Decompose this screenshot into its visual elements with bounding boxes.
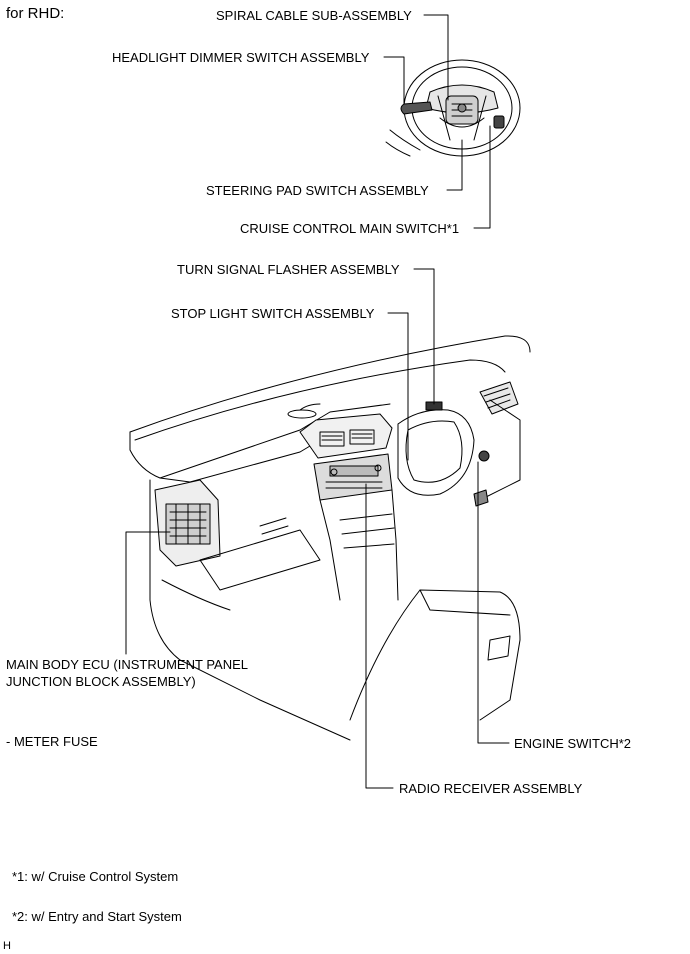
label-meter-fuse: - METER FUSE [6, 734, 98, 749]
label-engine-switch: ENGINE SWITCH*2 [514, 736, 632, 751]
label-steering-pad: STEERING PAD SWITCH ASSEMBLY [206, 183, 429, 198]
label-spiral-cable: SPIRAL CABLE SUB-ASSEMBLY [216, 8, 412, 23]
footnote-2: *2: w/ Entry and Start System [12, 909, 182, 924]
label-main-body-ecu-line1: MAIN BODY ECU (INSTRUMENT PANEL [6, 657, 248, 672]
dashboard-drawing [129, 335, 531, 741]
label-turn-signal: TURN SIGNAL FLASHER ASSEMBLY [177, 262, 400, 277]
view-header: for RHD: [6, 5, 65, 22]
label-main-body-ecu-line2: JUNCTION BLOCK ASSEMBLY) [6, 674, 196, 689]
corner-mark: H [3, 940, 11, 952]
label-radio-receiver: RADIO RECEIVER ASSEMBLY [399, 781, 583, 796]
label-stop-light: STOP LIGHT SWITCH ASSEMBLY [171, 306, 375, 321]
label-cruise-control: CRUISE CONTROL MAIN SWITCH*1 [240, 221, 460, 236]
footnote-1: *1: w/ Cruise Control System [12, 869, 179, 884]
leader-lines-bottom [125, 268, 510, 789]
label-headlight-dimmer: HEADLIGHT DIMMER SWITCH ASSEMBLY [112, 50, 370, 65]
leader-lines-top [383, 14, 491, 229]
steering-wheel-drawing [385, 59, 521, 157]
